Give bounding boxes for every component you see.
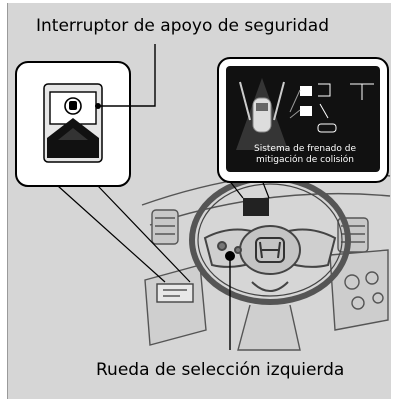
safety-support-switch-icon: [64, 97, 82, 115]
safety-support-switch-label: Interruptor de apoyo de seguridad: [36, 16, 329, 36]
switch-leader-line: [98, 44, 156, 107]
switch-location-lines: [57, 185, 191, 283]
left-selector-wheel-label: Rueda de selección izquierda: [96, 360, 345, 380]
safety-support-switch-callout: [15, 61, 131, 187]
steering-wheel: [189, 175, 351, 305]
car-top-view-icon: [236, 78, 288, 150]
display-callout: [217, 57, 389, 183]
instrument-display-location: [243, 198, 269, 216]
display-message: Sistema de frenado de mitigación de coli…: [254, 144, 356, 165]
honda-logo: [255, 237, 285, 263]
